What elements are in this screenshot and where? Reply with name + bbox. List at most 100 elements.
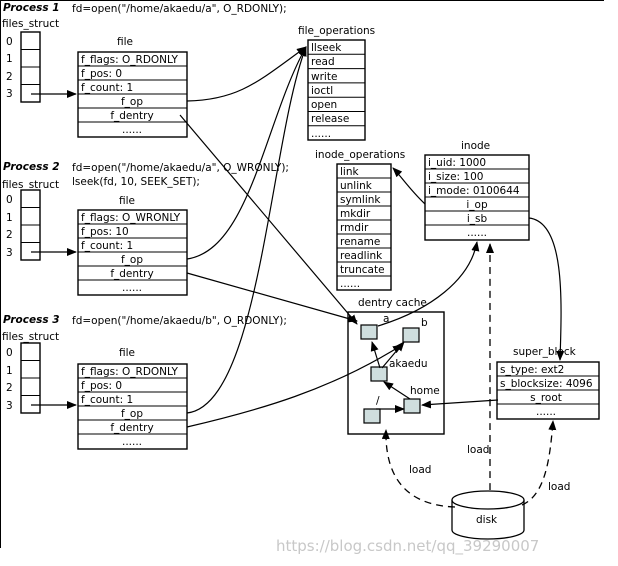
fop-read: read xyxy=(311,56,335,68)
disk-cylinder xyxy=(451,490,525,540)
file-3-title: file xyxy=(119,347,135,359)
inode-i-op: i_op xyxy=(466,199,488,211)
files-struct-2-title: files_struct xyxy=(2,179,59,191)
file-3-f-pos: f_pos: 0 xyxy=(81,380,122,392)
files-struct-2 xyxy=(20,189,41,261)
fs3-index-3: 3 xyxy=(6,400,13,412)
file-2-title: file xyxy=(119,195,135,207)
inode-i-size: i_size: 100 xyxy=(428,171,483,183)
dentry-label-home: home xyxy=(410,385,440,397)
files-struct-1-title: files_struct xyxy=(2,18,59,30)
fs1-index-3: 3 xyxy=(6,88,13,100)
dentry-node-a xyxy=(360,324,378,340)
file-2-f-flags: f_flags: O_WRONLY xyxy=(81,212,181,224)
process-1-call: fd=open("/home/akaedu/a", O_RDONLY); xyxy=(72,3,287,15)
fs2-index-2: 2 xyxy=(6,229,13,241)
dentry-node-akaedu xyxy=(370,366,388,382)
fop-write: write xyxy=(311,71,337,83)
fop-open: open xyxy=(311,99,337,111)
iop-truncate: truncate xyxy=(340,264,385,276)
file-2-f-op: f_op xyxy=(121,254,143,266)
inode-i-mode: i_mode: 0100644 xyxy=(428,185,520,197)
inode-struct xyxy=(424,154,530,241)
fs1-index-0: 0 xyxy=(6,36,13,48)
iop-unlink: unlink xyxy=(340,180,373,192)
iop-rename: rename xyxy=(340,236,380,248)
inode-i-sb: i_sb xyxy=(467,213,488,225)
iop-more: ...... xyxy=(340,278,360,290)
dentry-label-b: b xyxy=(421,317,428,329)
fs2-index-1: 1 xyxy=(6,212,13,224)
iop-mkdir: mkdir xyxy=(340,208,371,220)
dentry-label-root: / xyxy=(376,395,380,407)
file-operations-title: file_operations xyxy=(298,25,375,37)
process-3-call: fd=open("/home/akaedu/b", O_RDONLY); xyxy=(72,315,287,327)
dentry-label-a: a xyxy=(383,313,389,325)
process-3-label: Process 3 xyxy=(3,314,60,326)
iop-rmdir: rmdir xyxy=(340,222,369,234)
load-label-right: load xyxy=(548,481,570,493)
file-1-title: file xyxy=(117,36,133,48)
file-2-f-count: f_count: 1 xyxy=(81,240,133,252)
load-label-middle: load xyxy=(467,444,489,456)
dentry-cache-title: dentry cache xyxy=(358,297,427,309)
disk-label: disk xyxy=(476,514,498,526)
fs3-index-1: 1 xyxy=(6,365,13,377)
fop-ioctl: ioctl xyxy=(311,85,333,97)
iop-symlink: symlink xyxy=(340,194,381,206)
files-struct-1 xyxy=(20,31,41,103)
inode-operations-title: inode_operations xyxy=(315,149,405,161)
file-2-f-dentry: f_dentry xyxy=(110,268,153,280)
super-block-struct xyxy=(496,361,600,420)
file-2-more: ...... xyxy=(122,282,142,294)
load-label-left: load xyxy=(409,464,431,476)
dentry-node-b xyxy=(402,327,420,343)
file-1-struct xyxy=(77,51,188,138)
sb-s-root: s_root xyxy=(530,392,562,404)
fop-release: release xyxy=(311,113,349,125)
fs2-index-0: 0 xyxy=(6,194,13,206)
files-struct-3-title: files_struct xyxy=(2,331,59,343)
file-2-struct xyxy=(77,209,188,296)
fs3-index-0: 0 xyxy=(6,347,13,359)
inode-title: inode xyxy=(461,140,490,152)
fs3-index-2: 2 xyxy=(6,382,13,394)
fop-more: ...... xyxy=(311,128,331,140)
file-1-f-flags: f_flags: O_RDONLY xyxy=(81,54,178,66)
process-2-call-2: lseek(fd, 10, SEEK_SET); xyxy=(72,176,200,188)
file-1-f-count: f_count: 1 xyxy=(81,82,133,94)
files-struct-3 xyxy=(20,342,41,414)
file-3-f-op: f_op xyxy=(121,408,143,420)
file-operations-struct xyxy=(307,39,366,141)
fs2-index-3: 3 xyxy=(6,247,13,259)
fs1-index-1: 1 xyxy=(6,53,13,65)
file-3-struct xyxy=(77,363,188,450)
iop-link: link xyxy=(340,166,359,178)
process-2-label: Process 2 xyxy=(3,161,60,173)
sb-s-blocksize: s_blocksize: 4096 xyxy=(500,378,593,390)
inode-i-uid: i_uid: 1000 xyxy=(428,157,486,169)
inode-operations-struct xyxy=(336,163,392,291)
dentry-node-home xyxy=(403,398,421,414)
watermark-text: https://blog.csdn.net/qq_39290007 xyxy=(276,537,539,556)
file-1-f-pos: f_pos: 0 xyxy=(81,68,122,80)
process-2-call: fd=open("/home/akaedu/a", O_WRONLY); xyxy=(72,162,289,174)
file-3-more: ...... xyxy=(122,436,142,448)
inode-more: ...... xyxy=(467,227,487,239)
file-3-f-count: f_count: 1 xyxy=(81,394,133,406)
dentry-label-akaedu: akaedu xyxy=(389,358,428,370)
file-1-more: ...... xyxy=(122,124,142,136)
process-1-label: Process 1 xyxy=(3,2,60,14)
iop-readlink: readlink xyxy=(340,250,383,262)
sb-more: ...... xyxy=(536,406,556,418)
file-1-f-dentry: f_dentry xyxy=(110,110,153,122)
super-block-title: super_block xyxy=(513,346,577,358)
fop-llseek: llseek xyxy=(311,42,342,54)
file-1-f-op: f_op xyxy=(121,96,143,108)
dentry-node-root xyxy=(363,408,381,424)
sb-s-type: s_type: ext2 xyxy=(500,364,564,376)
file-3-f-dentry: f_dentry xyxy=(110,422,153,434)
fs1-index-2: 2 xyxy=(6,71,13,83)
